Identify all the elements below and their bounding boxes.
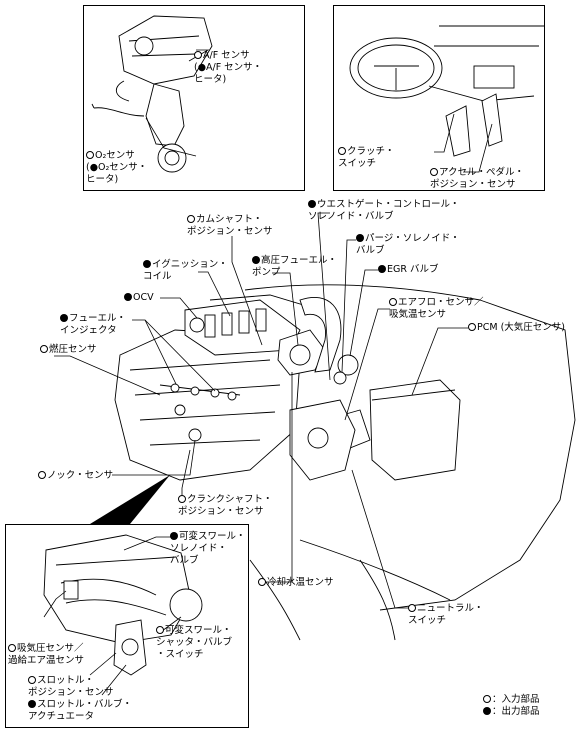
output-marker-icon bbox=[143, 260, 151, 268]
input-marker-icon bbox=[389, 298, 397, 306]
fuel-injector-label: フューエル・ インジェクタ bbox=[60, 313, 127, 336]
input-marker-icon bbox=[408, 604, 416, 612]
legend-input: ：入力部品 bbox=[483, 694, 540, 706]
output-marker-icon bbox=[124, 293, 132, 301]
pedal-inset: クラッチ・ スイッチ アクセル・ペダル・ ポジション・センサ bbox=[333, 5, 545, 191]
neutral-switch-label: ニュートラル・ スイッチ bbox=[408, 603, 484, 626]
output-marker-icon bbox=[308, 200, 316, 208]
turbocharger-illustration bbox=[91, 15, 213, 173]
output-marker-icon bbox=[252, 256, 260, 264]
accel-pedal-sensor-label: アクセル・ペダル・ ポジション・センサ bbox=[430, 167, 525, 190]
input-marker-icon bbox=[28, 676, 36, 684]
ignition-coil-label: イグニッション・ コイル bbox=[143, 259, 228, 282]
input-marker-icon bbox=[338, 147, 346, 155]
input-marker-icon bbox=[187, 215, 195, 223]
input-marker-icon bbox=[483, 695, 491, 703]
input-marker-icon bbox=[40, 345, 48, 353]
clutch-switch-label: クラッチ・ スイッチ bbox=[338, 146, 395, 169]
output-marker-icon bbox=[170, 532, 178, 540]
fuel-pressure-sensor-label: 燃圧センサ bbox=[40, 344, 97, 356]
cockpit-pedals-illustration bbox=[349, 25, 544, 173]
hp-fuel-pump-label: 高圧フューエル・ ポンプ bbox=[252, 255, 338, 278]
camshaft-sensor-label: カムシャフト・ ポジション・センサ bbox=[187, 214, 273, 237]
output-marker-icon bbox=[60, 314, 68, 322]
ocv-label: OCV bbox=[124, 292, 154, 304]
wastegate-valve-label: ウエストゲート・コントロール・ ソレノイド・バルブ bbox=[308, 199, 460, 222]
crankshaft-sensor-label: クランクシャフト・ ポジション・センサ bbox=[178, 494, 273, 517]
pcm-label: PCM (大気圧センサ) bbox=[468, 322, 565, 334]
legend-output: ：出力部品 bbox=[483, 706, 540, 718]
legend: ：入力部品 ：出力部品 bbox=[483, 694, 540, 718]
egr-valve-label: EGR バルブ bbox=[378, 264, 439, 276]
input-marker-icon bbox=[86, 151, 94, 159]
output-marker-icon bbox=[483, 707, 491, 715]
purge-valve-label: パージ・ソレノイド・ バルブ bbox=[356, 233, 460, 256]
intake-manifold-illustration bbox=[43, 534, 203, 696]
input-marker-icon bbox=[194, 51, 202, 59]
input-marker-icon bbox=[468, 323, 476, 331]
output-marker-icon bbox=[356, 234, 364, 242]
input-marker-icon bbox=[38, 471, 46, 479]
swirl-shutter-switch-label: 可変スワール・ シャッタ・バルブ ・スイッチ bbox=[156, 625, 233, 660]
output-marker-icon bbox=[28, 700, 36, 708]
knock-sensor-label: ノック・センサ bbox=[38, 470, 113, 482]
throttle-sensor-label: スロットル・ ポジション・センサ bbox=[28, 675, 114, 698]
airflow-sensor-label: エアフロ・センサ／ 吸気温センサ bbox=[389, 297, 484, 320]
swirl-solenoid-label: 可変スワール・ ソレノイド・ バルブ bbox=[170, 531, 246, 566]
turbo-sensor-inset: A/F センサ (●A/F センサ・ ヒータ) O₂センサ (●O₂センサ・ ヒ… bbox=[83, 5, 305, 191]
throttle-actuator-label: スロットル・バルブ・ アクチュエータ bbox=[28, 699, 133, 722]
intake-manifold-inset: 可変スワール・ ソレノイド・ バルブ 可変スワール・ シャッタ・バルブ ・スイッ… bbox=[5, 524, 249, 728]
input-marker-icon bbox=[178, 495, 186, 503]
coolant-temp-sensor-label: 冷却水温センサ bbox=[258, 577, 334, 589]
af-sensor-label: A/F センサ (●A/F センサ・ ヒータ) bbox=[194, 50, 263, 85]
o2-sensor-label: O₂センサ (●O₂センサ・ ヒータ) bbox=[86, 150, 148, 185]
input-marker-icon bbox=[430, 168, 438, 176]
output-marker-icon bbox=[378, 265, 386, 273]
input-marker-icon bbox=[156, 626, 164, 634]
map-sensor-label: 吸気圧センサ／ 過給エア温センサ bbox=[8, 643, 85, 666]
input-marker-icon bbox=[258, 578, 266, 586]
input-marker-icon bbox=[8, 644, 16, 652]
